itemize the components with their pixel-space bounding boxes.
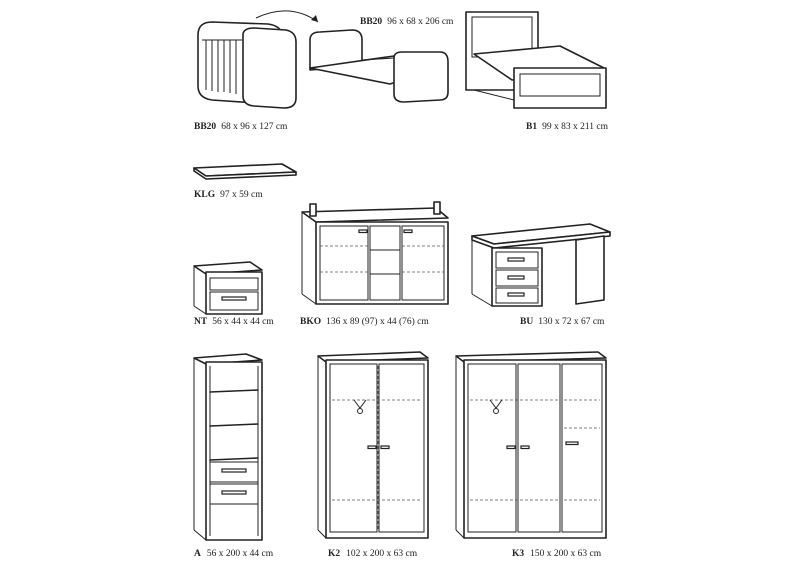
nightstand-drawing [193, 261, 263, 315]
desk-drawing [471, 223, 611, 307]
single-bed-drawing [465, 11, 607, 109]
conversion-arrow-icon [255, 10, 319, 23]
arrow-head-icon [311, 15, 318, 22]
bookshelf-drawing [193, 353, 263, 541]
junior-bed-drawing [309, 29, 449, 103]
dresser-drawing [301, 201, 449, 305]
wardrobe-3-door-drawing [455, 351, 607, 539]
crib-drawing [197, 21, 297, 109]
wardrobe-2-door-drawing [317, 351, 429, 539]
mattress-drawing [193, 163, 297, 180]
